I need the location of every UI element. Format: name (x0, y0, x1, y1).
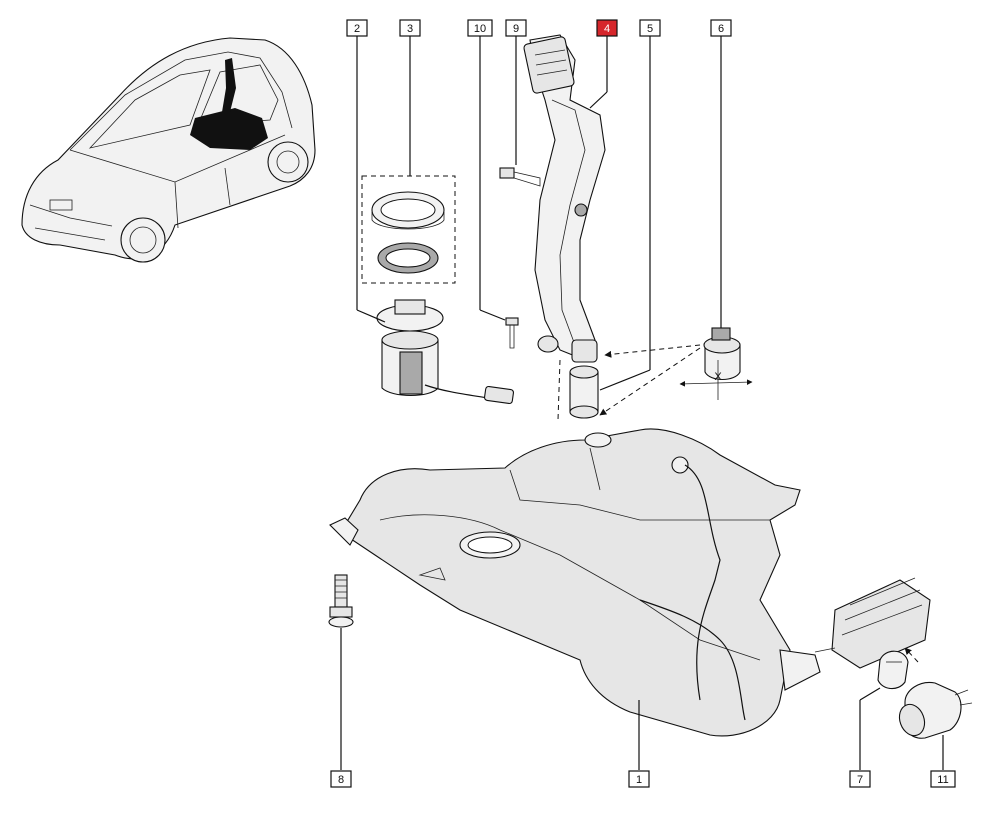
callout-3: 3 (399, 19, 421, 37)
callout-11: 11 (930, 770, 956, 788)
svg-text:3: 3 (407, 23, 413, 35)
vehicle-outline-icon (21, 37, 316, 263)
lock-ring-and-seal (371, 191, 445, 274)
screw-10-icon (505, 317, 519, 349)
callout-10: 10 (467, 19, 493, 37)
fuel-filter-icon (898, 681, 973, 739)
leader-lines (340, 36, 944, 770)
callout-5: 5 (639, 19, 661, 37)
callout-8: 8 (330, 770, 352, 788)
svg-text:7: 7 (857, 774, 863, 786)
fuel-pump-icon (376, 299, 514, 405)
svg-text:6: 6 (718, 23, 724, 35)
long-bolt-icon (328, 574, 354, 628)
svg-text:5: 5 (647, 23, 653, 35)
assembly-arrows (557, 344, 919, 663)
svg-text:10: 10 (474, 23, 486, 35)
svg-text:8: 8 (338, 774, 344, 786)
dimension-label: X (714, 371, 722, 383)
dimension-x: X (679, 360, 753, 400)
callout-9: 9 (505, 19, 527, 37)
fuel-tank-icon (329, 428, 821, 737)
svg-text:1: 1 (636, 774, 642, 786)
callout-2: 2 (346, 19, 368, 37)
bracket-7-icon (877, 650, 909, 690)
svg-text:4: 4 (604, 23, 610, 35)
filler-neck-pipe (523, 34, 606, 363)
seal-kit-box (361, 175, 456, 284)
svg-text:9: 9 (513, 23, 519, 35)
callout-4-highlighted: 4 (596, 19, 618, 37)
hose-clamp-icon (703, 327, 741, 381)
callout-6: 6 (710, 19, 732, 37)
callout-7: 7 (849, 770, 871, 788)
callout-1: 1 (628, 770, 650, 788)
svg-text:2: 2 (354, 23, 360, 35)
hose-5-icon (569, 365, 599, 419)
canister-icon (814, 577, 931, 669)
bolt-9-icon (499, 167, 541, 187)
svg-text:11: 11 (937, 774, 948, 786)
